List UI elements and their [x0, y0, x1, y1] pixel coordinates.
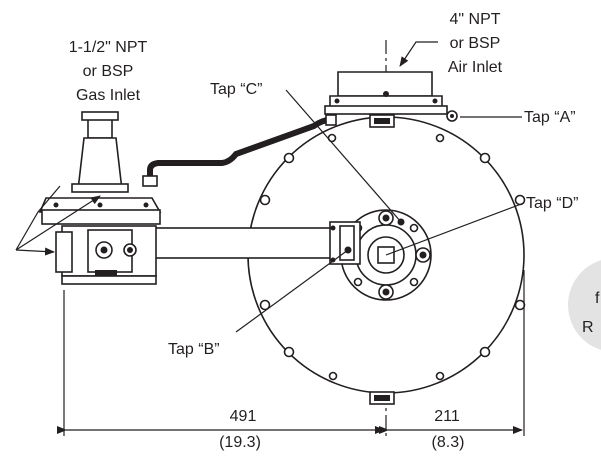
gas-inlet-label-2: or BSP [83, 63, 134, 80]
dim-left-mm: 491 [230, 408, 257, 425]
tap-a-label: Tap “A” [524, 109, 576, 126]
dim-left-in: (19.3) [219, 434, 261, 451]
gas-inlet-label-1: 1-1/2" NPT [69, 39, 148, 56]
air-inlet-housing [324, 71, 458, 122]
leader-lines [15, 41, 525, 333]
cropped-badge: f R [568, 260, 601, 350]
tap-c-label: Tap “C” [210, 81, 262, 98]
air-inlet-label-1: 4" NPT [449, 11, 500, 28]
gas-pipe [149, 221, 361, 265]
impulse-line [142, 114, 337, 187]
dim-right-in: (8.3) [432, 434, 465, 451]
air-inlet-label-2: or BSP [450, 35, 501, 52]
air-inlet-label-3: Air Inlet [448, 59, 503, 76]
cropped-text-2: R [582, 319, 594, 336]
gas-inlet-label-3: Gas Inlet [76, 87, 141, 104]
gas-regulator [38, 111, 162, 285]
tap-b-label: Tap “B” [168, 341, 220, 358]
extension-lines [63, 270, 525, 436]
tap-d-label: Tap “D” [526, 195, 578, 212]
dim-right-mm: 211 [434, 408, 460, 425]
cropped-text-1: f [595, 290, 600, 307]
